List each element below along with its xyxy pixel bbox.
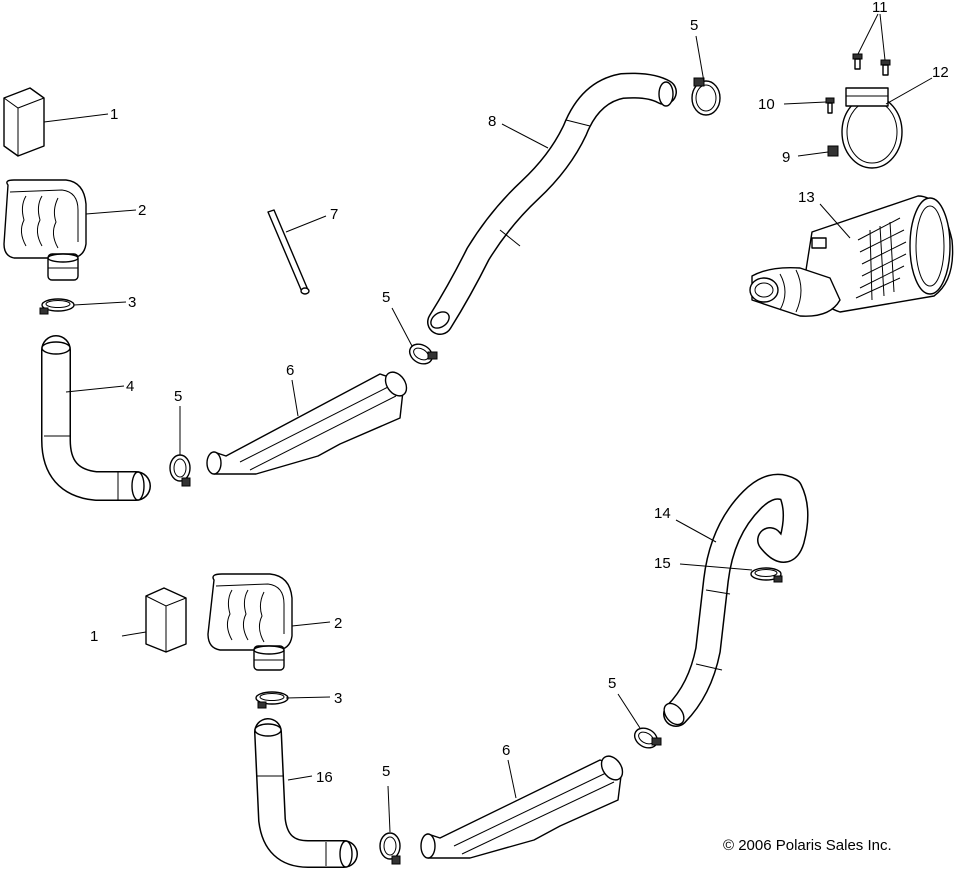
callout-13: 13	[798, 189, 815, 206]
part-5-clamp-c	[691, 77, 721, 116]
callout-10: 10	[758, 96, 775, 113]
callout-2-bottom: 2	[334, 615, 342, 632]
callout-5-d: 5	[382, 763, 390, 780]
part-16-hose	[254, 718, 358, 868]
part-1-block-top	[3, 87, 45, 157]
part-15-clamp	[750, 567, 783, 583]
part-7-rod	[267, 209, 310, 295]
part-8-hose	[427, 72, 677, 335]
part-2-intake-box-bottom	[207, 573, 293, 671]
callout-1-top: 1	[110, 106, 118, 123]
part-10-bolt	[825, 97, 835, 114]
part-5-clamp-e	[633, 727, 662, 749]
callout-5-b: 5	[382, 289, 390, 306]
callout-16: 16	[316, 769, 333, 786]
callout-4: 4	[126, 378, 134, 395]
part-5-clamp-d	[379, 832, 401, 865]
part-6-duct-bottom	[420, 755, 624, 859]
part-2-intake-box-top	[3, 179, 87, 281]
callout-3-top: 3	[128, 294, 136, 311]
callout-2-top: 2	[138, 202, 146, 219]
part-5-clamp-a	[169, 454, 191, 487]
part-12-band-clamp	[841, 87, 903, 169]
callout-labels: 1 2 3 4 5 6 7 8 5 5 11 12 10 9 13 14 15 …	[90, 0, 949, 786]
callout-5-c: 5	[690, 17, 698, 34]
callout-8: 8	[488, 113, 496, 130]
part-1-block-bottom	[145, 587, 187, 653]
part-11-bolts	[852, 53, 891, 76]
part-3-clamp-bottom	[255, 691, 289, 709]
callout-1-bottom: 1	[90, 628, 98, 645]
callout-5-a: 5	[174, 388, 182, 405]
callout-3-bottom: 3	[334, 690, 342, 707]
callout-11: 11	[872, 0, 888, 16]
part-4-hose	[41, 335, 151, 501]
part-5-clamp-b	[408, 343, 438, 365]
part-9-nut	[827, 145, 839, 157]
callout-12: 12	[932, 64, 949, 81]
callout-14: 14	[654, 505, 671, 522]
leader-lines	[43, 13, 933, 833]
callout-6-bottom: 6	[502, 742, 510, 759]
callout-15: 15	[654, 555, 671, 572]
callout-5-e: 5	[608, 675, 616, 692]
callout-6-top: 6	[286, 362, 294, 379]
part-14-hose	[663, 473, 809, 727]
part-3-clamp-top	[39, 298, 75, 315]
part-6-duct-top	[206, 371, 408, 475]
part-13-air-filter	[749, 195, 954, 317]
copyright-notice: © 2006 Polaris Sales Inc.	[723, 837, 892, 854]
callout-9: 9	[782, 149, 790, 166]
callout-7: 7	[330, 206, 338, 223]
